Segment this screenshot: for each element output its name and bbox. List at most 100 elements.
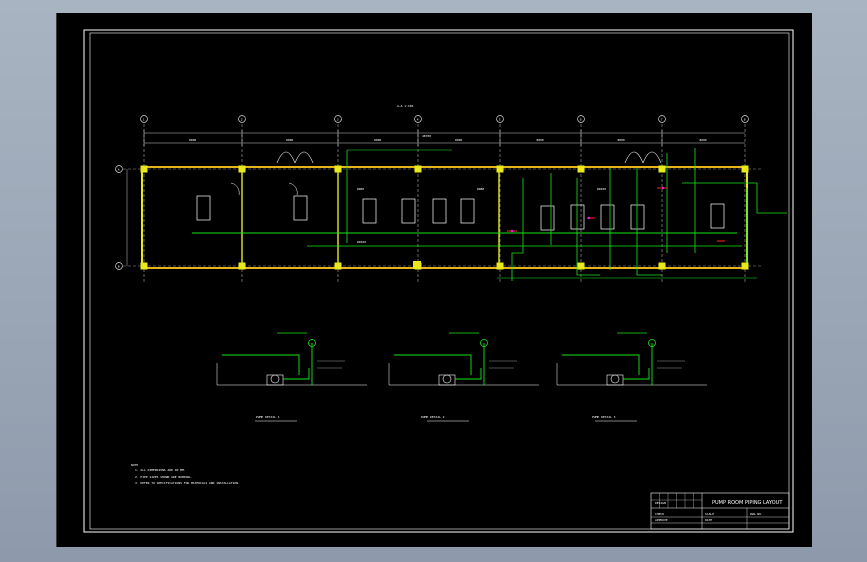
row-label: B <box>118 265 120 269</box>
detail-pump-body <box>606 374 624 386</box>
skylight-arc <box>642 151 662 164</box>
dimension-text: 8000 <box>700 138 707 142</box>
valve-marker <box>587 216 591 220</box>
detail-pump-motor <box>270 374 280 384</box>
plan-section-title: A—A 1:100 <box>397 104 413 108</box>
header-pipe <box>682 182 787 214</box>
total-dimension-text: 48700 <box>422 134 431 138</box>
grid-label: 2 <box>241 118 243 122</box>
tb-field-approve: APPROVE <box>655 518 668 522</box>
title-block: PUMP ROOM PIPING LAYOUT DESIGN CHECK APP… <box>650 492 790 530</box>
column <box>741 262 749 270</box>
note-line-1: 1. ALL DIMENSIONS ARE IN MM. <box>135 468 186 472</box>
column <box>140 262 148 270</box>
column <box>334 262 342 270</box>
dimension-text: 8000 <box>286 138 293 142</box>
column <box>140 165 148 173</box>
pump-detail-3 <box>556 332 707 422</box>
column <box>577 165 585 173</box>
tb-field-design: DESIGN <box>655 501 666 505</box>
row-bubble <box>115 165 123 173</box>
grid-bubble <box>334 115 342 123</box>
pump-equipment <box>196 195 211 221</box>
tb-field-date: DATE <box>705 518 712 522</box>
title-block-title: PUMP ROOM PIPING LAYOUT <box>712 500 783 506</box>
pump-equipment <box>362 198 377 224</box>
pipe-size-label: DN100 <box>597 187 606 191</box>
detail-caption-3: PUMP DETAIL 3 <box>592 415 616 419</box>
dimension-text: 8000 <box>374 138 381 142</box>
dimension-text: 8000 <box>537 138 544 142</box>
grid-label: 3 <box>337 118 339 122</box>
column <box>658 262 666 270</box>
detail-caption-2: PUMP DETAIL 2 <box>421 415 445 419</box>
pump-detail-1 <box>216 332 367 422</box>
inner-frame <box>89 32 790 530</box>
column <box>658 165 666 173</box>
pump-detail-2 <box>388 332 539 422</box>
column <box>577 262 585 270</box>
detail-gauge <box>480 339 488 347</box>
grid-label: 5 <box>499 118 501 122</box>
pump-equipment <box>540 205 555 231</box>
pump-details <box>216 332 707 422</box>
door-swing <box>288 182 298 196</box>
detail-gauge <box>648 339 656 347</box>
grid-bubble <box>741 115 749 123</box>
pipe-size-label: DN80 <box>477 187 484 191</box>
detail-pump-motor <box>610 374 620 384</box>
cad-drawing-canvas[interactable]: 1 2 3 4 5 6 7 8A B 8000 8000 8000 8000 8000 8000 8000DN… <box>57 13 812 547</box>
pump-equipment <box>293 195 308 221</box>
pipe-size-label: DN65 <box>357 187 364 191</box>
column <box>741 165 749 173</box>
branch-pipe <box>576 178 600 276</box>
pump-equipment <box>432 198 447 224</box>
grid-label: 1 <box>143 118 145 122</box>
pump-equipment <box>570 204 585 230</box>
column <box>238 165 246 173</box>
dimension-text: 8000 <box>618 138 625 142</box>
grid-bubble <box>238 115 246 123</box>
building-outer-wall <box>141 166 748 269</box>
notes-heading: NOTE <box>131 463 138 467</box>
note-line-3: 3. REFER TO SPECIFICATIONS FOR MATERIALS… <box>135 481 240 485</box>
detail-pump-body <box>438 374 456 386</box>
outer-frame <box>83 29 794 533</box>
detail-discharge-pipe <box>623 368 650 380</box>
column <box>334 165 342 173</box>
floor-plan: 1 2 3 4 5 6 7 8A B 8000 8000 8000 8000 8000 8000 8000DN… <box>115 115 787 283</box>
grid-bubble <box>577 115 585 123</box>
grid-bubble <box>414 115 422 123</box>
row-label: A <box>118 168 120 172</box>
detail-caption-1: PUMP DETAIL 1 <box>256 415 280 419</box>
tb-field-dwg: DWG NO. <box>750 512 763 516</box>
valve-marker <box>510 229 514 233</box>
row-bubble <box>115 262 123 270</box>
pump-equipment <box>600 204 615 230</box>
pump-equipment <box>630 204 645 230</box>
grid-label: 8 <box>744 118 746 122</box>
tb-field-scale: SCALE <box>705 512 714 516</box>
branch-pipe <box>511 178 524 281</box>
valve-marker <box>661 186 665 190</box>
grid-label: 7 <box>661 118 663 122</box>
skylight-arc <box>294 151 314 164</box>
detail-suction-pipe <box>394 354 472 375</box>
dimension-text: 8000 <box>455 138 462 142</box>
detail-discharge-pipe <box>455 368 482 380</box>
branch-pipe <box>636 168 662 276</box>
detail-suction-pipe <box>562 354 640 375</box>
grid-bubble <box>658 115 666 123</box>
tb-field-check: CHECK <box>655 512 664 516</box>
detail-suction-pipe <box>222 354 300 375</box>
detail-gauge <box>308 339 316 347</box>
dimension-text: 8000 <box>189 138 196 142</box>
grid-label: 4 <box>417 118 419 122</box>
skylight-arc <box>624 151 644 164</box>
grid-bubble <box>496 115 504 123</box>
grid-bubble <box>140 115 148 123</box>
grid-label: 6 <box>580 118 582 122</box>
pump-equipment <box>401 198 416 224</box>
main-pipe-label: DN100 <box>357 240 366 244</box>
